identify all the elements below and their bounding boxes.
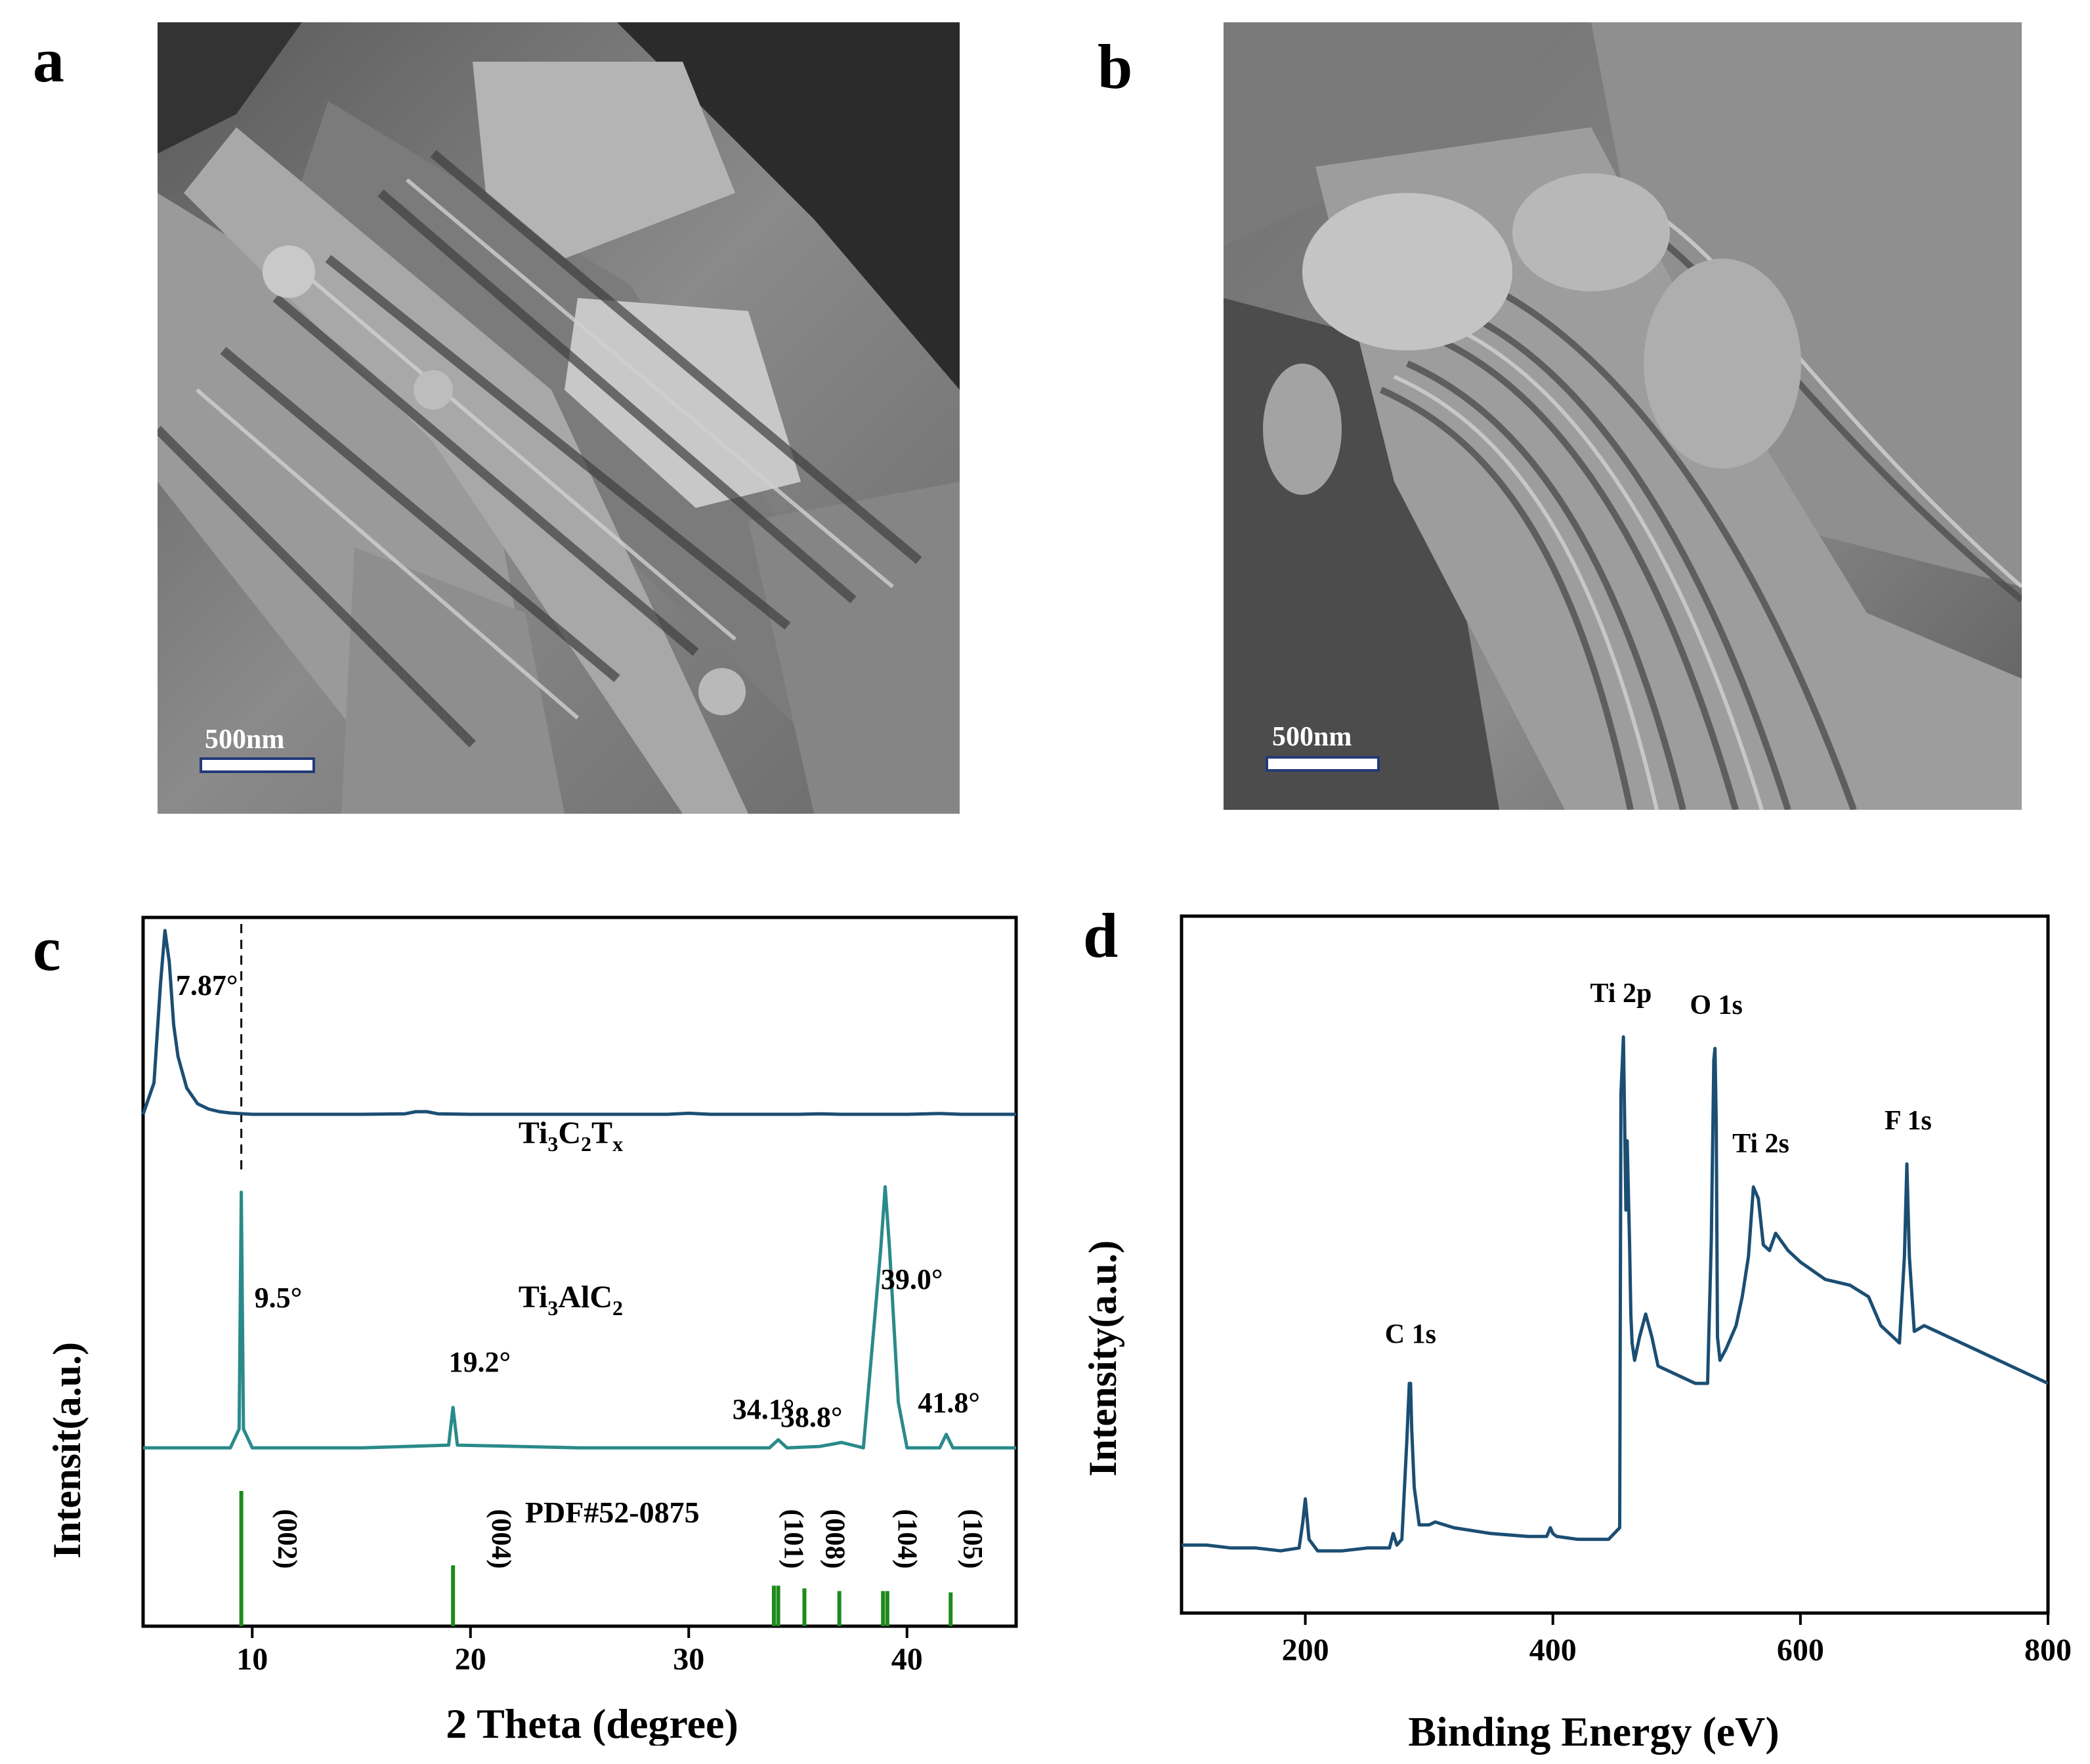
scale-bar-label-a: 500nm: [205, 724, 285, 755]
x-tick-label: 800: [2024, 1633, 2072, 1668]
peak-label: F 1s: [1885, 1106, 1932, 1136]
hkl-label: (105): [957, 1509, 987, 1569]
scale-bar-a: [200, 757, 315, 773]
reference-label: PDF#52-0875: [525, 1496, 700, 1529]
plot-frame: [141, 915, 1018, 1628]
series-label-ti3c2tx: Ti3C2Tx: [519, 1116, 623, 1156]
peak-label: O 1s: [1690, 990, 1743, 1020]
peak-label: 34.1°: [733, 1393, 795, 1425]
x-tick-label: 10: [236, 1642, 268, 1677]
panel-letter-c: c: [33, 914, 61, 984]
scale-bar-label-b: 500nm: [1272, 722, 1352, 752]
hkl-label: (004): [486, 1509, 516, 1569]
peak-label: Ti 2p: [1590, 978, 1652, 1009]
peak-label: Ti 2s: [1732, 1129, 1789, 1159]
peak-label: 7.87°: [176, 969, 238, 1001]
x-tick-label: 200: [1282, 1633, 1329, 1668]
y-axis-title: Intensity(a.u.): [1081, 1240, 1124, 1477]
x-axis-title: Binding Energy (eV): [1408, 1708, 1779, 1755]
peak-label: 9.5°: [255, 1282, 303, 1314]
hkl-label: (104): [891, 1509, 922, 1569]
hkl-label: (002): [272, 1509, 302, 1569]
sem-texture-a: [158, 22, 960, 814]
series-label-ti3alc2: Ti3AlC2: [519, 1280, 623, 1320]
xps-series-line: [1182, 1035, 2049, 1553]
peak-label: 41.8°: [918, 1387, 980, 1419]
hkl-label: (008): [820, 1509, 850, 1569]
panel-letter-d: d: [1083, 900, 1119, 971]
peak-label: 19.2°: [449, 1346, 511, 1378]
y-axis-title: Intensit(a.u.): [45, 1342, 89, 1559]
scale-bar-b: [1266, 756, 1380, 772]
x-tick-label: 400: [1529, 1633, 1577, 1668]
peak-label: C 1s: [1385, 1319, 1436, 1349]
series-line-ti3c2tx: [141, 929, 1016, 1116]
x-axis-title: 2 Theta (degree): [446, 1700, 738, 1746]
hkl-label: (101): [778, 1509, 809, 1569]
x-tick-label: 600: [1777, 1633, 1824, 1668]
sem-image-b: 500nm: [1224, 22, 2022, 810]
x-tick-label: 40: [891, 1642, 923, 1677]
x-tick-label: 30: [673, 1642, 704, 1677]
sem-texture-b: [1224, 22, 2022, 810]
xps-chart: 200 400 600 800 C 1s Ti 2p O 1s Ti 2s F 1s Bindi…: [1081, 914, 2072, 1755]
peak-label: 38.8°: [780, 1401, 843, 1433]
sem-image-a: 500nm: [158, 22, 960, 814]
plot-frame: [1180, 914, 2050, 1615]
panel-letter-a: a: [33, 25, 64, 95]
series-line-ti3alc2: [143, 1185, 1016, 1450]
panel-letter-b: b: [1098, 32, 1133, 102]
x-tick-label: 20: [455, 1642, 486, 1677]
peak-label: 39.0°: [881, 1263, 943, 1295]
